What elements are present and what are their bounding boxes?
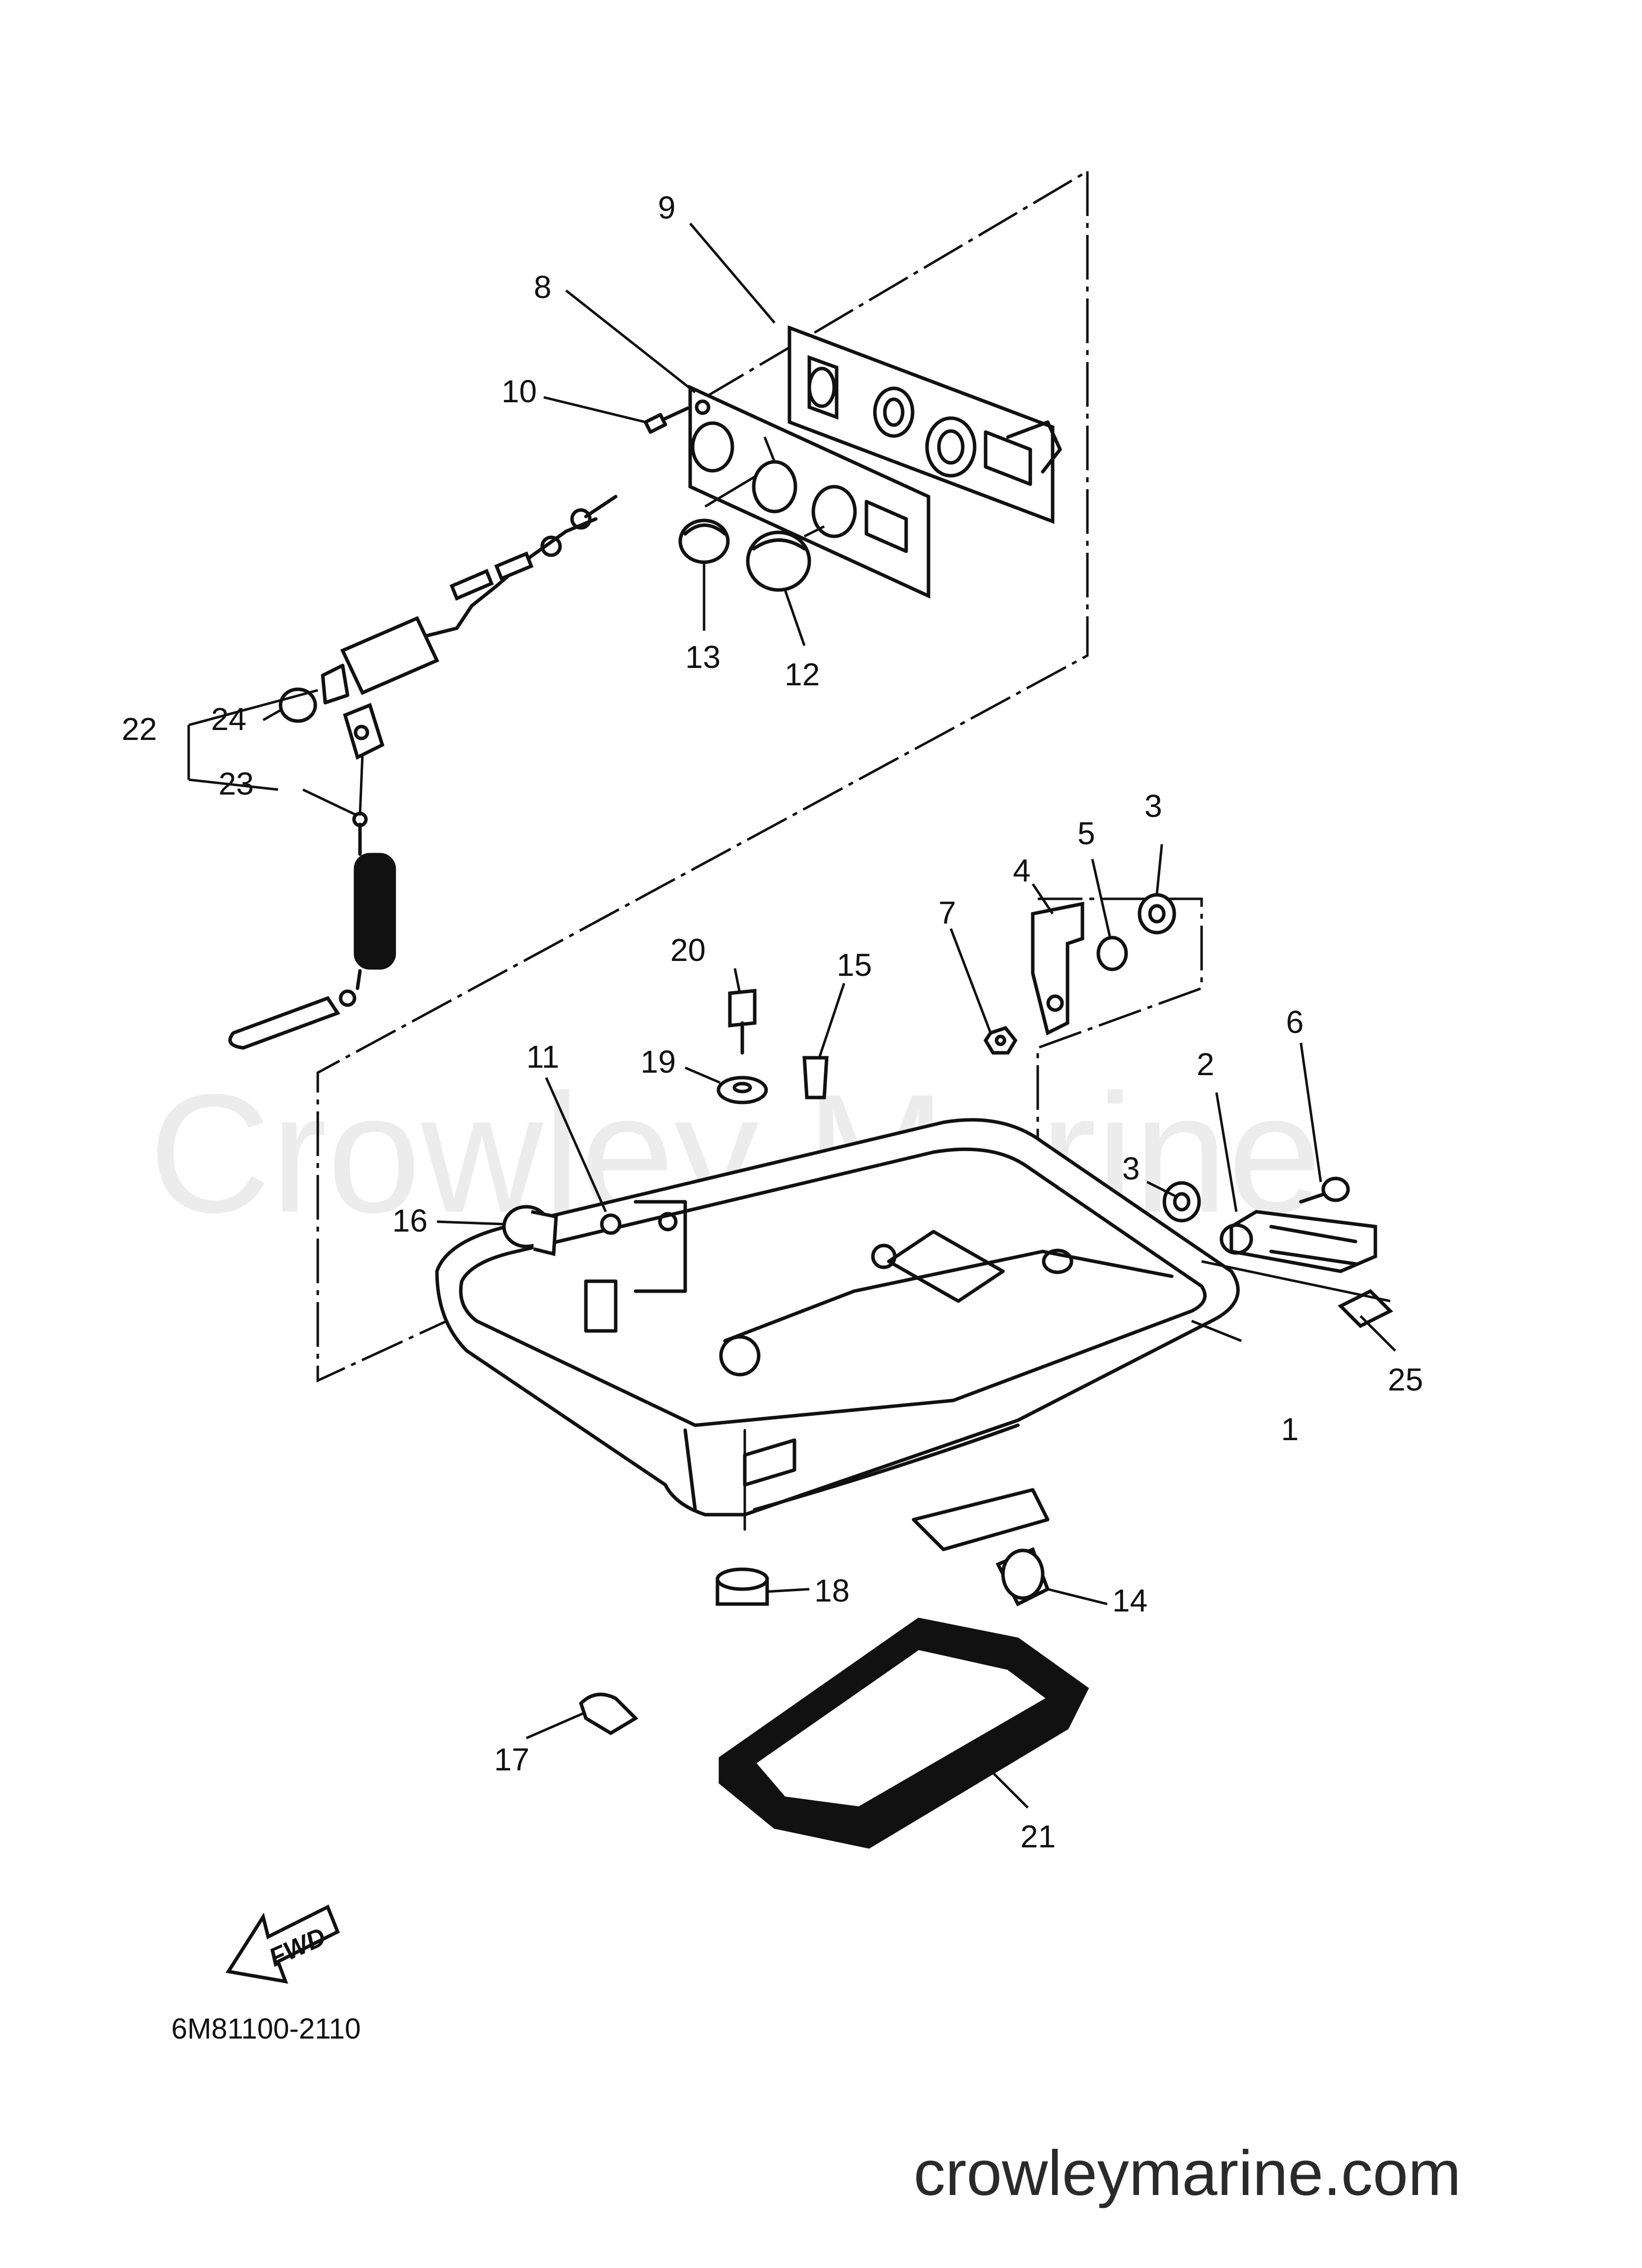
callout-5: 5: [1077, 815, 1095, 851]
website-footer: crowleymarine.com: [914, 2138, 1461, 2209]
callout-10: 10: [501, 373, 537, 409]
callout-18: 18: [814, 1573, 850, 1609]
callout-13: 13: [685, 639, 720, 675]
callout-19: 19: [641, 1044, 676, 1080]
plate-4: [1031, 901, 1084, 1036]
callout-25: 25: [1388, 1362, 1423, 1397]
grommet-3-lower: [1162, 1181, 1201, 1223]
callout-7: 7: [938, 895, 956, 931]
callout-24: 24: [211, 701, 246, 737]
cap-24: [279, 687, 317, 723]
callout-12: 12: [785, 657, 820, 692]
bolt-20: [728, 989, 757, 1055]
callout-21: 21: [1020, 1819, 1056, 1854]
callout-20: 20: [670, 932, 706, 968]
callout-labels: 1 2 3 3 4 5 6 7 8 9 10 11 12 13 14 15 16…: [122, 190, 1423, 1854]
callout-17: 17: [494, 1742, 529, 1777]
plug-14: [996, 1547, 1050, 1607]
callout-22: 22: [122, 711, 157, 747]
nut-7: [983, 1025, 1018, 1055]
grommet-15: [802, 1056, 829, 1099]
callout-3b: 3: [1122, 1151, 1140, 1186]
callout-14: 14: [1112, 1583, 1147, 1618]
callout-6: 6: [1286, 1004, 1304, 1040]
callout-16: 16: [392, 1203, 428, 1239]
part-code: 6M81100-2110: [171, 2013, 361, 2045]
plug-17: [578, 1692, 639, 1736]
washer-19: [716, 1076, 768, 1104]
fwd-arrow: FWD: [225, 1904, 340, 1984]
stop-switch-22: [321, 495, 618, 705]
callout-23: 23: [218, 766, 254, 802]
bolt-6: [1299, 1176, 1350, 1204]
callout-2: 2: [1197, 1046, 1214, 1082]
callout-8: 8: [534, 269, 552, 305]
bottom-cowling-1: [435, 1118, 1240, 1551]
grommet-16: [502, 1205, 558, 1256]
screw-10: [643, 406, 690, 434]
callout-1: 1: [1281, 1411, 1299, 1447]
grommet-3-upper: [1138, 893, 1176, 935]
callout-15: 15: [837, 947, 872, 983]
bracket-2: [1219, 1210, 1377, 1273]
callout-4: 4: [1013, 853, 1031, 888]
nut-11: [600, 1213, 622, 1235]
switch-panel-inner: [688, 384, 930, 599]
label-25: [1338, 1289, 1393, 1328]
callout-11: 11: [526, 1039, 559, 1075]
callout-3a: 3: [1144, 788, 1162, 824]
blank-plug-13: [678, 518, 730, 564]
seal-21: [718, 1617, 1089, 1849]
callout-9: 9: [658, 190, 676, 225]
leader-lines: [187, 222, 1396, 1809]
collar-5: [1096, 936, 1128, 971]
grommet-18: [715, 1567, 769, 1606]
lanyard-23: [228, 703, 396, 1050]
switch-panel-outer: [787, 325, 1062, 524]
phantom-lines: [316, 170, 1203, 1383]
blank-plug-12: [746, 530, 811, 592]
